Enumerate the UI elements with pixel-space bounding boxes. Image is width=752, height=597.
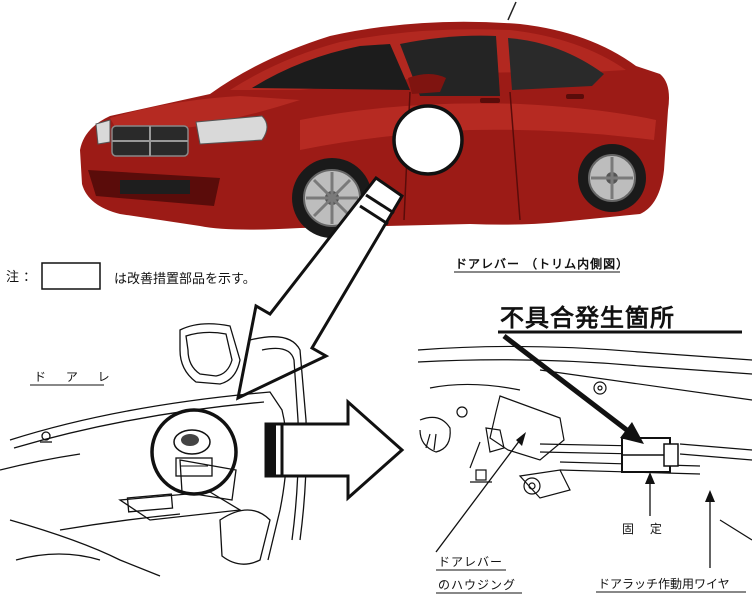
mechanism-drawing <box>417 345 752 541</box>
defect-location-label: 不具合発生箇所 <box>500 304 675 332</box>
housing-pointer <box>435 432 526 553</box>
housing-label-line2: のハウジング <box>438 578 517 592</box>
arrow-right <box>264 398 405 502</box>
note-suffix: は改善措置部品を示す。 <box>114 272 256 287</box>
car-image <box>80 1 669 238</box>
big-arrow-down <box>235 175 405 401</box>
fixed-arrow <box>645 472 655 516</box>
fixed-label: 固 定 <box>622 522 668 536</box>
defect-pointer-arrow <box>502 334 644 444</box>
fixed-clip <box>621 437 679 473</box>
highlight-circle-door <box>150 408 238 496</box>
housing-label-line1: ドアレバー <box>438 555 504 569</box>
door-label: ド ア レ <box>34 370 118 384</box>
latch-wire-label: ドアラッチ作動用ワイヤ <box>598 577 730 591</box>
note-box <box>41 262 101 290</box>
note-prefix: 注 ： <box>6 270 37 285</box>
highlight-circle-car <box>392 104 464 176</box>
wire-arrow <box>705 490 715 568</box>
trim-view-label: ドアレバー （トリム内側図） <box>455 257 630 271</box>
